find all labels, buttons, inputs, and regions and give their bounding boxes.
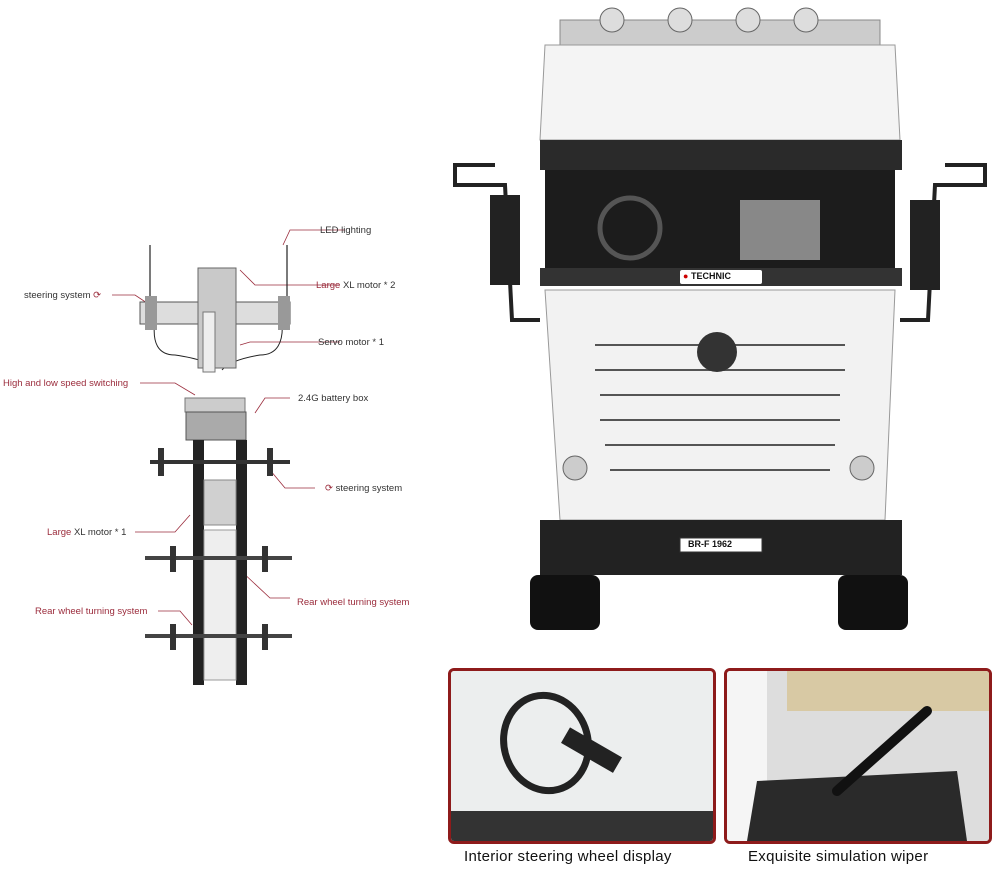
badge-text: TECHNIC (690, 271, 731, 281)
caption-steering-wheel: Interior steering wheel display (464, 848, 672, 865)
label-part: XL motor * 1 (71, 527, 127, 538)
label-speed-switching: High and low speed switching (3, 378, 129, 389)
label-part: Large (47, 527, 72, 538)
caption-wiper: Exquisite simulation wiper (748, 848, 929, 865)
steering-wheel-icon (451, 671, 713, 841)
label-xl-motor-2: Large XL motor * 2 (316, 280, 395, 291)
label-xl-motor-1: Large XL motor * 1 (47, 527, 126, 538)
steering-wheel-photo (448, 668, 716, 844)
label-rear-wheel-left: Rear wheel turning system (35, 606, 148, 617)
technic-logo-icon: ● (683, 271, 689, 281)
label-led-lighting: LED lighting (320, 225, 372, 236)
label-rear-wheel-right: Rear wheel turning system (297, 597, 410, 608)
license-plate: BR-F 1962 (688, 539, 733, 549)
steering-icon: ⟳ (325, 483, 333, 494)
label-steering-system-mid: ⟳ steering system (325, 483, 402, 494)
label-part: steering system (24, 290, 91, 301)
steering-icon: ⟳ (93, 290, 102, 301)
label-servo-motor: Servo motor * 1 (318, 337, 384, 348)
label-part: Large (316, 280, 341, 291)
technic-badge: ● TECHNIC (683, 271, 731, 281)
wiper-icon (727, 671, 989, 841)
label-battery-box: 2.4G battery box (298, 393, 369, 404)
label-steering-system-top: steering system ⟳ (24, 290, 101, 301)
label-part: XL motor * 2 (340, 280, 396, 291)
wiper-photo (724, 668, 992, 844)
truck-illustration (453, 7, 987, 630)
label-part: steering system (335, 483, 403, 494)
